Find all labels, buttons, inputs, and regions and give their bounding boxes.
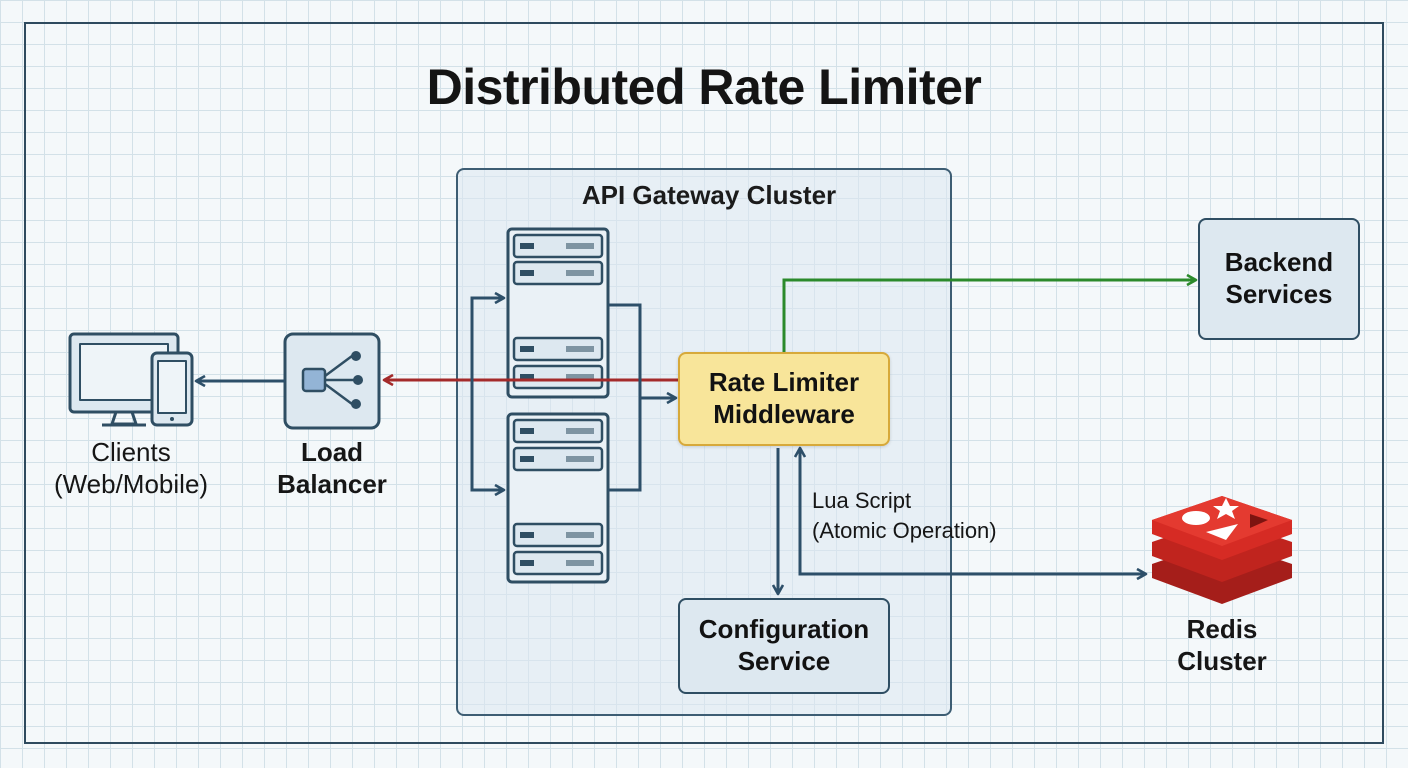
arrow-servers-to-rate-limiter bbox=[608, 303, 642, 492]
phone-icon bbox=[150, 351, 194, 427]
configuration-service-node: Configuration Service bbox=[678, 598, 890, 694]
server-rack-icon bbox=[506, 227, 610, 399]
clients-label: Clients (Web/Mobile) bbox=[53, 437, 209, 500]
redis-cluster-label: Redis Cluster bbox=[1177, 614, 1267, 677]
diagram-title: Distributed Rate Limiter bbox=[426, 59, 982, 115]
server-rack-icon bbox=[506, 412, 610, 584]
cluster-label: API Gateway Cluster bbox=[581, 180, 837, 210]
lua-script-label: Lua Script (Atomic Operation) bbox=[812, 488, 997, 543]
arrow-into-servers bbox=[470, 296, 504, 492]
arrow-redis-rate-limiter bbox=[800, 448, 1146, 574]
rate-limiter-middleware-node: Rate Limiter Middleware bbox=[678, 352, 890, 446]
load-balancer-label: Load Balancer bbox=[277, 437, 387, 500]
redis-logo-icon bbox=[1152, 496, 1292, 604]
backend-services-node: Backend Services bbox=[1198, 218, 1360, 340]
diagram-frame bbox=[24, 22, 1384, 744]
load-balancer-icon bbox=[283, 332, 381, 430]
arrow-rate-limiter-to-backend bbox=[782, 280, 1196, 352]
